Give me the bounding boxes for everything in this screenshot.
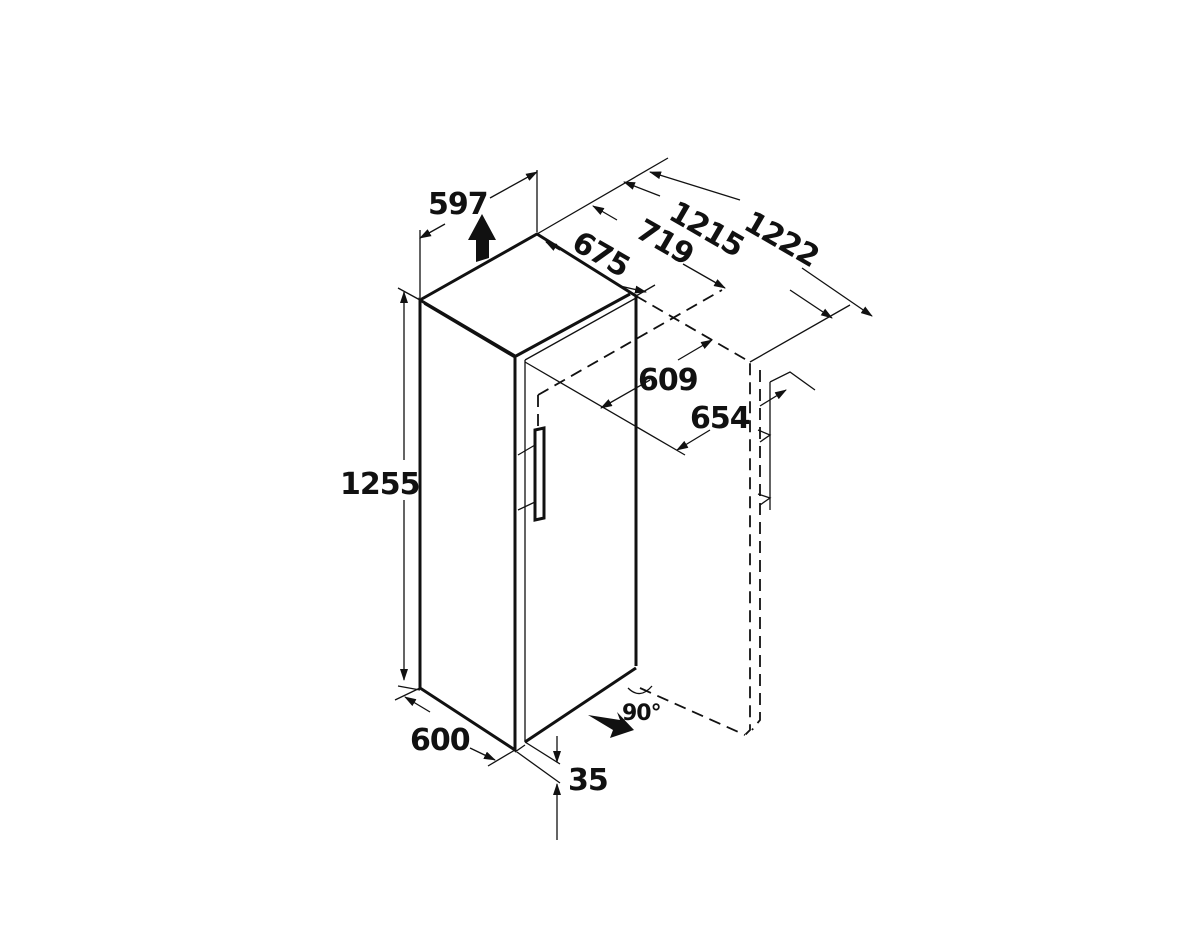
dim-foot-clearance: 35 — [568, 763, 608, 798]
dim-depth-675: 675 — [566, 225, 635, 285]
dim-width-top: 597 — [428, 187, 488, 222]
door-handle — [517, 426, 546, 522]
dim-height: 1255 — [340, 467, 420, 502]
air-inlet-arrow-icon — [588, 712, 634, 738]
dim-door-angle: 90° — [622, 701, 661, 726]
dim-clearance-609: 609 — [638, 363, 698, 398]
dim-clearance-654: 654 — [690, 401, 750, 436]
air-outlet-arrow-icon — [468, 214, 496, 262]
fridge-cabinet — [418, 232, 638, 753]
dim-width-bottom: 600 — [410, 723, 470, 758]
wall-outline — [537, 289, 851, 736]
dim-depth-1222: 1222 — [738, 205, 824, 275]
dimension-lines — [394, 157, 873, 840]
